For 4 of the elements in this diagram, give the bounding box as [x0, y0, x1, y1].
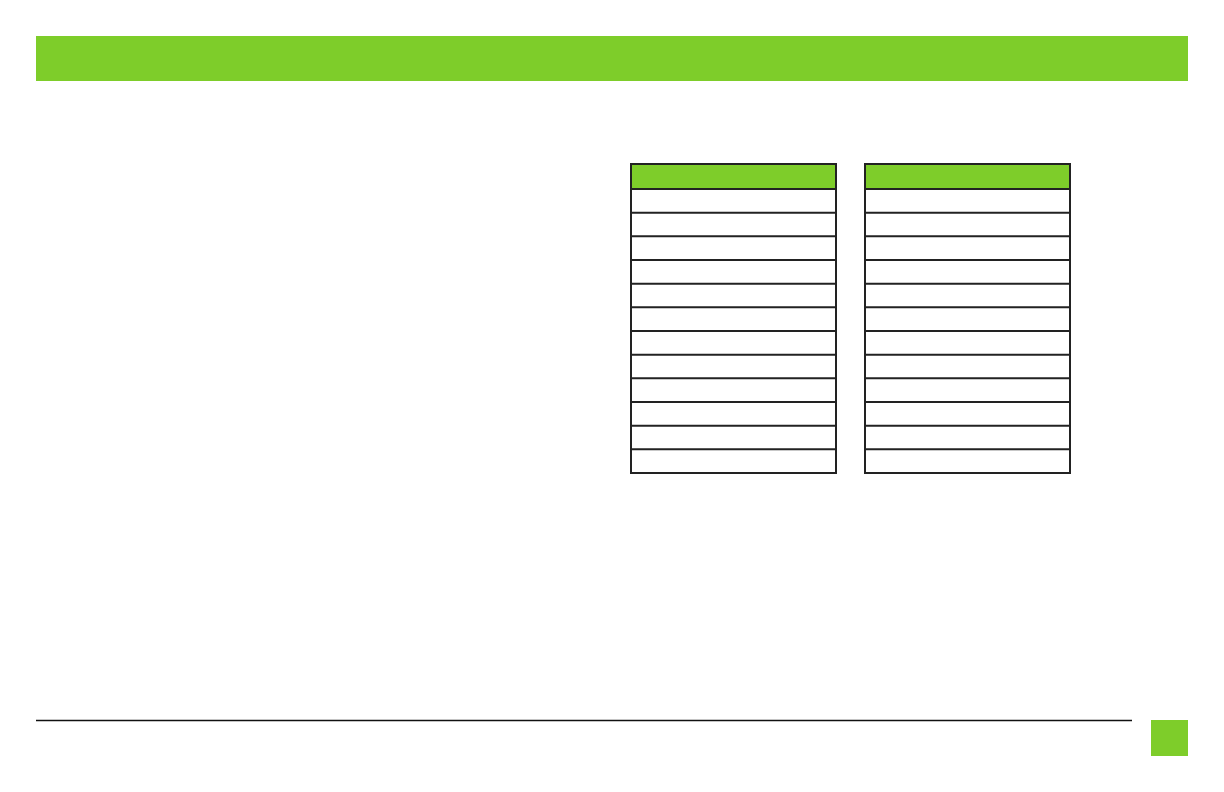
- header-bar: [36, 36, 1188, 81]
- empty-table-drawing: [864, 163, 1071, 474]
- page-number-square: [1151, 720, 1188, 756]
- empty-table-drawing: [630, 163, 837, 474]
